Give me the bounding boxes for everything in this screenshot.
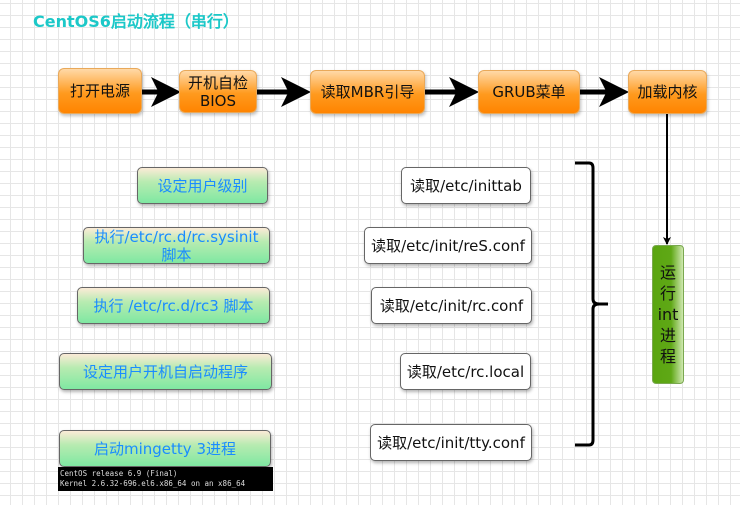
- init-char: 程: [659, 347, 676, 366]
- step-mingetty: 启动mingetty 3进程: [59, 430, 271, 467]
- file-rc-local: 读取/etc/rc.local: [400, 353, 531, 390]
- file-rc-conf: 读取/etc/init/rc.conf: [371, 287, 532, 324]
- step-rc3: 执行 /etc/rc.d/rc3 脚本: [77, 287, 270, 324]
- file-res-conf: 读取/etc/init/reS.conf: [364, 227, 532, 264]
- init-process-box: 运 行 int 进 程: [652, 245, 684, 384]
- file-inittab: 读取/etc/inittab: [401, 167, 531, 204]
- step-sysinit: 执行/etc/rc.d/rc.sysinit 脚本: [83, 227, 270, 264]
- init-char: 行: [659, 284, 676, 303]
- file-tty-conf: 读取/etc/init/tty.conf: [370, 424, 532, 461]
- flow-power-on: 打开电源: [58, 68, 142, 114]
- terminal-line: CentOS release 6.9 (Final): [60, 469, 178, 478]
- flow-mbr: 读取MBR引导: [310, 70, 425, 114]
- terminal-line: Kernel 2.6.32-696.el6.x86_64 on an x86_6…: [60, 479, 246, 488]
- page-title: CentOS6启动流程（串行）: [33, 12, 239, 31]
- flow-kernel: 加载内核: [628, 70, 707, 114]
- step-autostart: 设定用户开机自启动程序: [59, 353, 272, 390]
- brace: [575, 161, 608, 447]
- flow-grub: GRUB菜单: [478, 70, 580, 114]
- step-runlevel: 设定用户级别: [137, 167, 268, 204]
- terminal-login-screen: CentOS release 6.9 (Final)Kernel 2.6.32-…: [58, 467, 273, 491]
- init-char: int: [657, 305, 679, 324]
- init-char: 运: [659, 263, 676, 282]
- flow-bios: 开机自检 BIOS: [179, 70, 257, 113]
- init-char: 进: [659, 326, 676, 345]
